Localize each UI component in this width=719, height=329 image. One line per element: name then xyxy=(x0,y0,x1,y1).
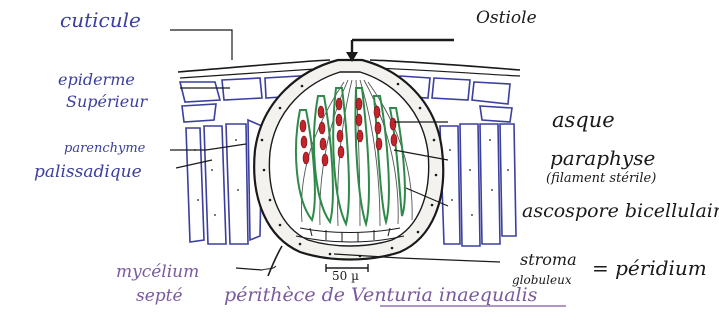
label-ostiole: Ostiole xyxy=(476,10,537,27)
palisade-left xyxy=(186,120,262,244)
mycelium-hypha xyxy=(268,246,282,276)
scale-label: 50 µ xyxy=(332,270,359,282)
label-mycelium-1: mycélium xyxy=(116,264,199,281)
label-parenchyme-1: parenchyme xyxy=(64,142,145,155)
label-ascospore: ascospore bicellulaire xyxy=(522,202,719,221)
label-parenchyme-2: palissadique xyxy=(34,164,142,181)
label-epiderme-2: Supérieur xyxy=(66,94,147,110)
label-mycelium-2: septé xyxy=(136,288,183,305)
figure-title: périthèce de Venturia inaequalis xyxy=(224,286,537,305)
label-peridium: = péridium xyxy=(592,258,707,278)
palisade-right xyxy=(440,124,516,246)
label-epiderme-1: epiderme xyxy=(58,72,135,88)
label-asque: asque xyxy=(552,110,615,131)
label-paraphyse-1: paraphyse xyxy=(550,148,655,168)
label-paraphyse-2: (filament stérile) xyxy=(546,172,656,185)
label-stroma-1: stroma xyxy=(520,252,577,268)
label-cuticule: cuticule xyxy=(60,10,141,30)
